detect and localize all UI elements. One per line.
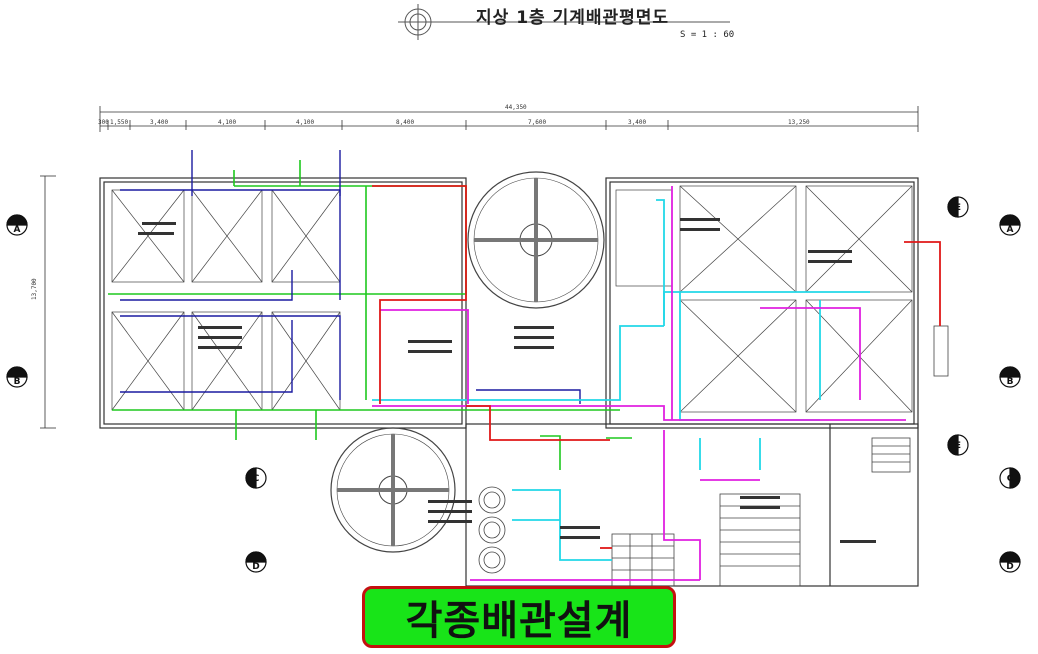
side-dimension: 13,700 [31,278,38,300]
grid-labels: A B C D E A B E C D [14,203,1014,572]
building-walls [99,177,919,587]
grid-label-right: D [1006,562,1013,572]
grid-label-left: A [14,225,21,235]
grid-markers-left [6,214,267,573]
pipe-blue [120,150,581,404]
dim-label: 1,550 [110,119,128,126]
grid-label-right: B [1007,377,1014,387]
dim-label: 7,600 [528,119,546,126]
grid-label-right: E [955,203,961,213]
grid-label-right: E [955,441,961,451]
dim-label: 4,100 [218,119,236,126]
grid-markers-right [947,196,1021,573]
grid-label-right: C [1007,474,1014,484]
grid-bubble-icon [6,214,28,236]
grid-bubble-icon [947,196,969,218]
annotation-blocks [138,218,876,543]
grid-bubble-icon [245,467,267,489]
clarifier-tanks [330,171,605,553]
pump-equipment [478,325,949,587]
grid-bubble-icon [6,366,28,388]
dim-label: 300 [98,119,109,126]
grid-bubble-icon [999,214,1021,236]
overall-dimension: 44,350 [505,104,527,111]
dim-label: 4,100 [296,119,314,126]
grid-bubble-icon [999,467,1021,489]
dim-label: 13,250 [788,119,810,126]
pipe-magenta [372,186,906,581]
grid-bubble-icon [999,366,1021,388]
grid-label-left: D [252,562,259,572]
service-banner: 각종배관설계 [362,586,676,648]
dimension-lines [40,106,919,429]
north-arrow-icon [398,4,730,40]
dim-label: 3,400 [150,119,168,126]
pipe-red [372,185,941,549]
grid-label-left: C [253,474,260,484]
tank-grid-right [615,185,913,413]
drawing-scale: S = 1 : 60 [680,30,735,40]
grid-bubble-icon [245,551,267,573]
banner-text: 각종배관설계 [405,598,633,644]
dim-label: 8,400 [396,119,414,126]
grid-bubble-icon [947,434,969,456]
drawing-title: 지상 1층 기계배관평면도 [476,8,670,28]
dimension-labels: 300 1,550 3,400 4,100 4,100 8,400 7,600 … [98,119,810,126]
dim-label: 3,400 [628,119,646,126]
grid-label-left: B [14,377,21,387]
grid-label-right: A [1007,225,1014,235]
grid-bubble-icon [999,551,1021,573]
